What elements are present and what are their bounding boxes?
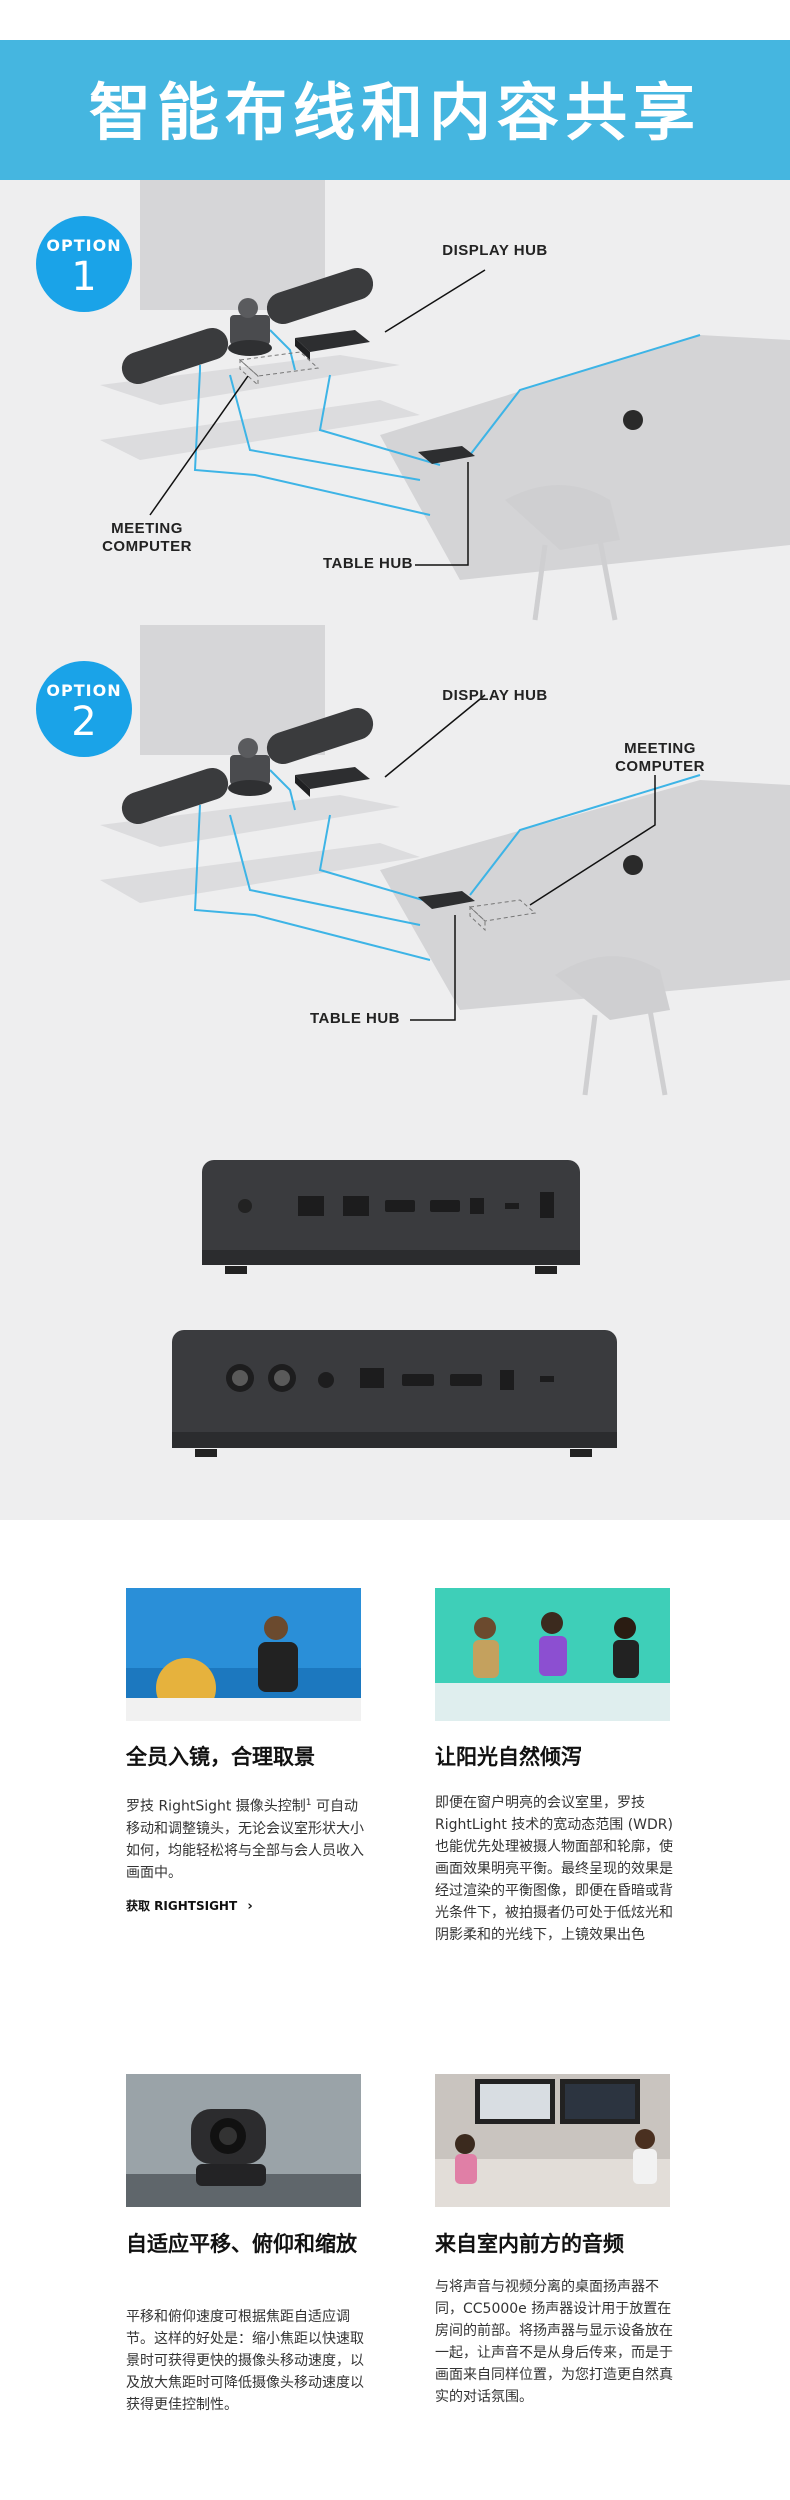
meeting-computer-label: MEETING COMPUTER	[615, 740, 705, 775]
display-hub-label: DISPLAY HUB	[442, 687, 548, 704]
feature-title: 全员入镜，合理取景	[126, 1745, 315, 1769]
option-word: OPTION	[46, 236, 122, 255]
feature-title: 让阳光自然倾泻	[435, 1745, 582, 1769]
feature-image-rightlight	[435, 1588, 670, 1721]
feature-description: 即便在窗户明亮的会议室里，罗技 RightLight 技术的宽动态范围 (WDR…	[435, 1795, 673, 1943]
table-hub-label: TABLE HUB	[309, 1010, 401, 1027]
hub-product-images	[172, 1160, 617, 1457]
get-rightsight-link[interactable]: 获取 RIGHTSIGHT ›	[126, 1897, 253, 1914]
option-2-panel: OPTION 2 DISPLAY HUB MEETING COMPUTER TA…	[0, 625, 790, 1110]
feature-description: 与将声音与视频分离的桌面扬声器不同，CC5000e 扬声器设计用于放置在房间的前…	[435, 2279, 673, 2405]
product-images-area	[0, 1110, 790, 1520]
meeting-computer-label: MEETING COMPUTER	[102, 520, 192, 555]
option-number: 1	[71, 254, 97, 300]
option-2-diagram	[100, 625, 790, 1096]
option-1-diagram	[100, 180, 790, 621]
page-title: 智能布线和内容共享	[88, 76, 701, 149]
feature-image-front-audio	[435, 2074, 670, 2207]
feature-text: 罗技 RightSight 摄像头控制	[126, 1798, 306, 1815]
link-label: 获取 RIGHTSIGHT	[126, 1899, 238, 1913]
feature-title: 来自室内前方的音频	[435, 2232, 624, 2256]
option-1-panel: OPTION 1 DISPLAY HUB MEETING COMPUTER TA…	[0, 180, 790, 625]
display-hub-label: DISPLAY HUB	[442, 242, 548, 259]
feature-description: 平移和俯仰速度可根据焦距自适应调节。这样的好处是：缩小焦距以快速取景时可获得更快…	[126, 2309, 364, 2413]
feature-text: 可自动移动和调整镜头，无论会议室形状大小如何，均能轻松将与全部与会人员收入画面中…	[126, 1798, 364, 1881]
feature-image-ptz-camera	[126, 2074, 361, 2207]
option-number: 2	[71, 699, 97, 745]
table-hub-label: TABLE HUB	[322, 555, 414, 572]
option-badge: OPTION 1	[36, 216, 132, 312]
feature-description: 罗技 RightSight 摄像头控制1 可自动移动和调整镜头，无论会议室形状大…	[126, 1792, 364, 1884]
banner-bar	[0, 40, 790, 180]
feature-title: 自适应平移、俯仰和缩放	[126, 2232, 357, 2256]
option-word: OPTION	[46, 681, 122, 700]
chevron-right-icon: ›	[247, 1899, 253, 1914]
option-badge: OPTION 2	[36, 661, 132, 757]
feature-image-rightsight	[126, 1588, 361, 1721]
footnote-marker: 1	[305, 1798, 312, 1808]
